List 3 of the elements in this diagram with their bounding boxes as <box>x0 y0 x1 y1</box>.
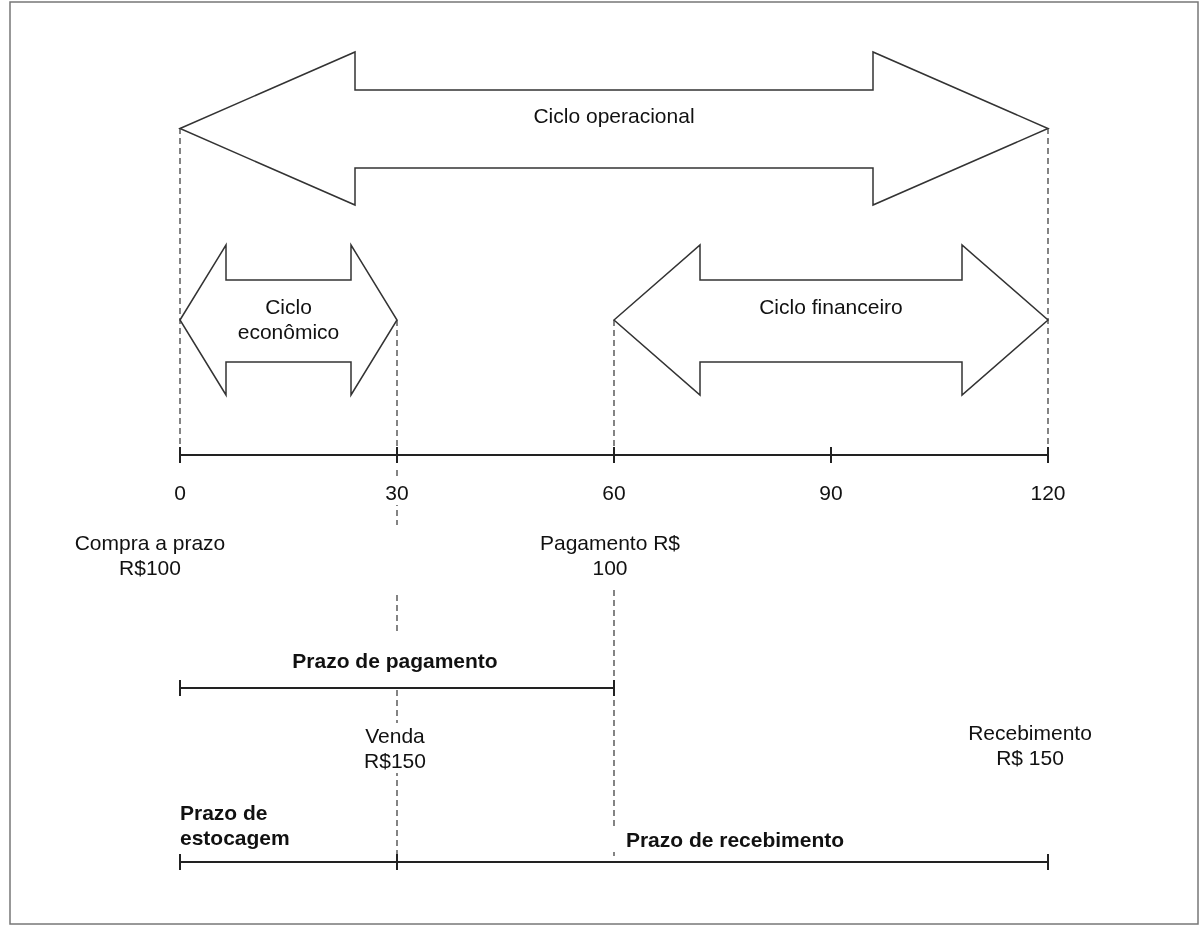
cycle-label: Ciclo financeiro <box>758 294 904 319</box>
cycle-label: Ciclo operacional <box>532 102 696 128</box>
cycle-label: Ciclo econômico <box>236 294 341 344</box>
